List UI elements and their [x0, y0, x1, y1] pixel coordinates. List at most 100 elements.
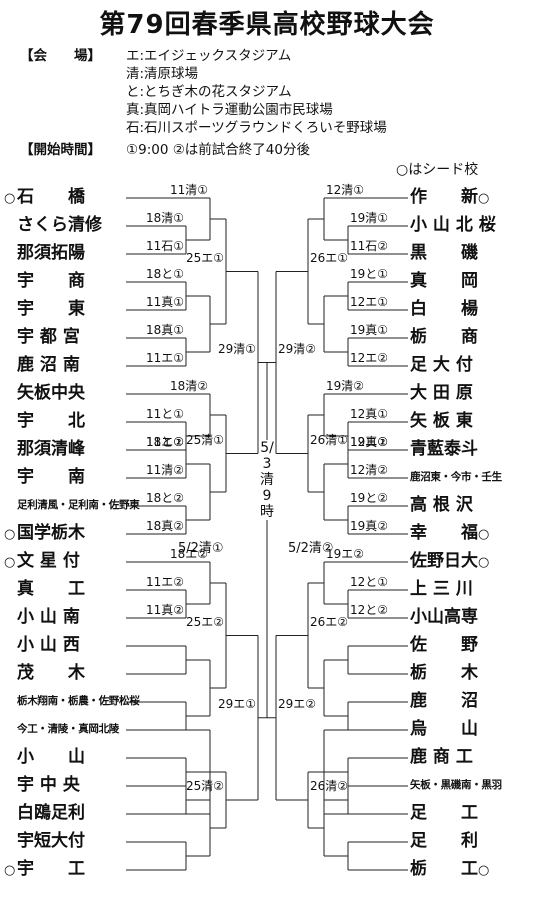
team-name: 宇 中 央 [17, 775, 80, 795]
round1-label-bottom: 11清② [145, 463, 184, 477]
left-team-8: 矢板中央 [4, 381, 128, 406]
round1-label-top: 18と② [145, 491, 184, 505]
round1-label-bottom: 11エ① [145, 351, 184, 365]
round2-label: 25清① [185, 432, 224, 447]
team-name: 黒 磯 [410, 243, 478, 263]
left-team-13: ○国学栃木 [4, 521, 128, 546]
venue-to: と:とちぎ木の花スタジアム [126, 84, 292, 100]
team-name: 幸 福 [410, 523, 478, 543]
right-team-20: 烏 山 [410, 717, 534, 742]
round1-label-top: 11エ② [145, 575, 184, 589]
team-name: 足利清風・足利南・佐野東 [17, 499, 140, 511]
round1-label-bottom: 12と② [350, 603, 389, 617]
round1-label-bottom: 11真① [145, 295, 184, 309]
right-team-10: 青藍泰斗 [410, 437, 534, 462]
team-name: 栃 木 [410, 663, 478, 683]
team-name: 今工・清陵・真岡北陵 [17, 723, 119, 735]
seed-mark: ○ [478, 863, 490, 878]
team-name: 鹿沼東・今市・壬生 [410, 471, 502, 483]
round1-label-bye: 12清① [326, 183, 365, 197]
team-name: 小 山 西 [17, 635, 80, 655]
team-name: 宇 東 [17, 299, 85, 319]
left-team-17: 小 山 西 [4, 633, 128, 658]
right-team-17: 佐 野 [410, 633, 534, 658]
round2-label: 25清② [185, 779, 224, 793]
left-team-20: 今工・清陵・真岡北陵 [4, 717, 128, 742]
left-team-14: ○文 星 付 [4, 549, 128, 574]
round1-label-top: 19と② [350, 491, 389, 505]
left-team-7: 鹿 沼 南 [4, 353, 128, 378]
right-team-3: 黒 磯 [410, 241, 534, 266]
round2-label: 26清① [310, 432, 349, 447]
round2-label: 26エ② [310, 614, 349, 629]
team-name: 作 新 [410, 187, 478, 207]
team-name: 小 山 [17, 747, 85, 767]
left-team-12: 足利清風・足利南・佐野東 [4, 493, 140, 518]
team-name: 真 岡 [410, 271, 478, 291]
left-team-22: 宇 中 央 [4, 773, 128, 798]
round1-label-bye: 18エ② [169, 547, 208, 561]
right-team-14: 佐野日大○ [410, 549, 534, 574]
round1-label-top: 19と① [350, 267, 389, 281]
team-name: 烏 山 [410, 719, 478, 739]
round1-label-bye: 18清② [169, 379, 208, 393]
team-name: 文 星 付 [17, 551, 80, 571]
team-name: 小山高専 [410, 607, 478, 627]
right-team-9: 矢 板 東 [410, 409, 534, 434]
left-team-11: 宇 南 [4, 465, 128, 490]
venue-sei: 清:清原球場 [126, 66, 199, 82]
round1-label-bottom: 12清② [350, 463, 389, 477]
venue-ishi: 石:石川スポーツグラウンドくろいそ野球場 [126, 120, 387, 136]
team-name: 鹿 沼 南 [17, 355, 80, 375]
right-team-4: 真 岡 [410, 269, 534, 294]
round1-label-bye: 19清② [326, 379, 365, 393]
round1-label-bye: 11清① [169, 183, 208, 197]
right-team-15: 上 三 川 [410, 577, 534, 602]
right-team-12: 高 根 沢 [410, 493, 534, 518]
seed-note: ○はシード校 [396, 162, 479, 178]
team-name: 宇 南 [17, 467, 85, 487]
page-title: 第79回春季県高校野球大会 [99, 10, 435, 40]
team-name: 高 根 沢 [410, 495, 473, 515]
semifinal-right-label: 5/2清② [288, 541, 334, 556]
team-name: 矢板・黒磯南・黒羽 [410, 779, 502, 791]
seed-mark: ○ [478, 555, 490, 570]
round1-label-top: 11と② [145, 435, 184, 449]
round3-label: 29清① [217, 341, 256, 356]
round1-label-top: 18真① [145, 323, 184, 337]
team-name: 宇短大付 [17, 831, 85, 851]
team-name: 真 工 [17, 579, 85, 599]
team-name: 大 田 原 [410, 383, 473, 403]
round1-label-bottom: 12エ① [350, 295, 389, 309]
team-name: 矢 板 東 [410, 411, 473, 431]
left-team-5: 宇 東 [4, 297, 128, 322]
round1-label-top: 12と① [350, 575, 389, 589]
right-team-13: 幸 福○ [410, 521, 534, 546]
left-team-25: ○宇 工 [4, 857, 128, 882]
round3-label: 29エ② [278, 696, 317, 711]
round1-label-bottom: 11真② [145, 603, 184, 617]
team-name: 宇 都 宮 [17, 327, 80, 347]
right-team-6: 栃 商 [410, 325, 534, 350]
right-team-22: 矢板・黒磯南・黒羽 [410, 773, 534, 798]
team-name: 小 山 北 桜 [410, 215, 496, 235]
team-name: 白鴎足利 [17, 803, 85, 823]
team-name: 栃木翔南・栃農・佐野松桜 [17, 695, 140, 707]
round2-label: 25エ① [185, 250, 224, 265]
round1-label-top: 19清① [350, 211, 389, 225]
left-team-3: 那須拓陽 [4, 241, 128, 266]
team-name: 佐 野 [410, 635, 478, 655]
left-team-4: 宇 商 [4, 269, 128, 294]
seed-mark: ○ [4, 527, 16, 542]
seed-mark: ○ [4, 863, 16, 878]
round1-label-top: 12真② [350, 435, 389, 449]
venue-label: 【会 場】 [20, 48, 101, 64]
team-name: 那須清峰 [17, 439, 85, 459]
right-team-5: 白 楊 [410, 297, 534, 322]
left-team-2: さくら清修 [4, 213, 128, 238]
left-team-15: 真 工 [4, 577, 128, 602]
right-team-18: 栃 木 [410, 661, 534, 686]
team-name: 鹿 商 工 [410, 747, 473, 767]
venue-e: エ:エイジェックスタジアム [126, 48, 292, 64]
